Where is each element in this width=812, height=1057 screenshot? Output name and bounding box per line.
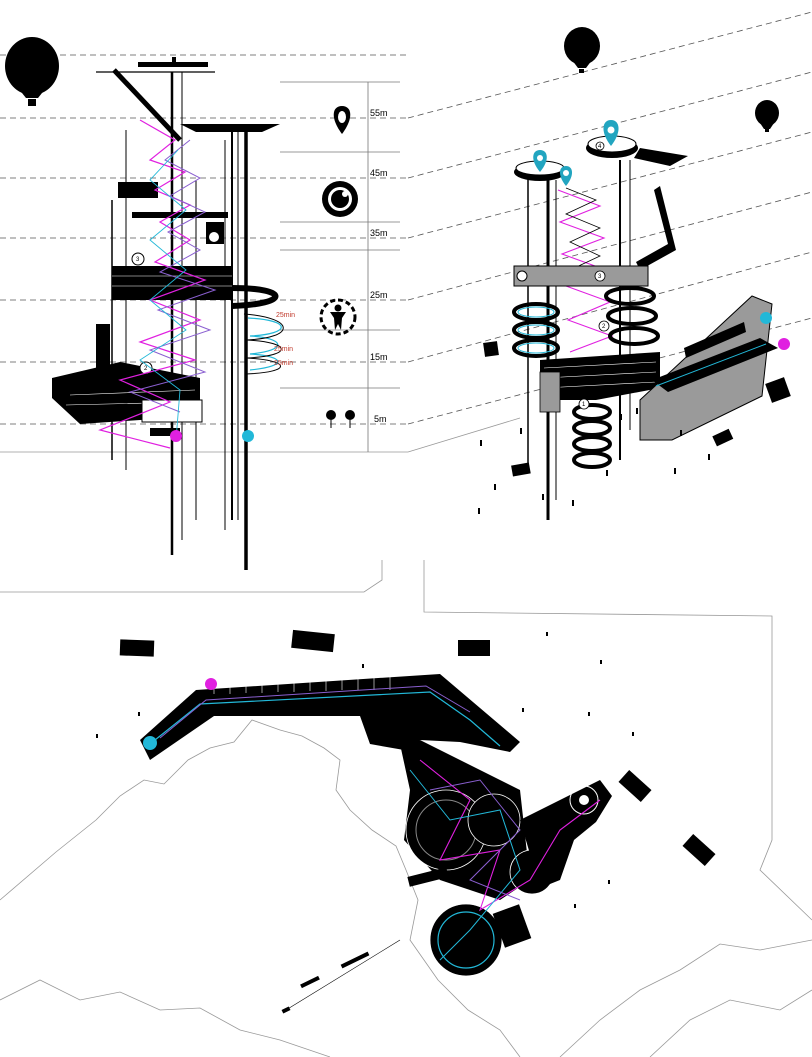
access-dashes: [281, 951, 370, 1014]
route-magenta: [419, 759, 601, 912]
entry-marker-cyan: [143, 736, 157, 750]
vehicle-shape: [511, 462, 531, 477]
level-label-45m: 45m: [370, 168, 388, 178]
map-pin-icon: [603, 120, 619, 146]
visitor-figures: [96, 632, 634, 908]
station-number: 3: [136, 257, 140, 263]
level-label-35m: 35m: [370, 228, 388, 238]
ramp-plan: [140, 674, 520, 760]
tower-axonometric: 4: [478, 120, 791, 520]
balloon-icon: [564, 27, 600, 73]
route-violet: [159, 685, 471, 739]
route-violet: [429, 779, 521, 901]
visitor-path-cyan: [139, 149, 187, 441]
travel-time: 25min: [274, 360, 293, 367]
eye-icon: [322, 181, 358, 217]
entry-marker-cyan: [242, 430, 254, 442]
visitors-icon: [326, 410, 355, 428]
station-number: 3: [598, 274, 602, 280]
map-pin-icon: [333, 106, 351, 134]
vehicle-shape: [483, 341, 499, 357]
spiral-plan: [429, 903, 503, 977]
axon-ground-line: [407, 417, 521, 453]
vehicle-shape: [712, 428, 734, 447]
vehicle-shape: [765, 377, 791, 403]
level-label-15m: 15m: [370, 352, 388, 362]
level-label-55m: 55m: [370, 108, 388, 118]
map-pin-icon: [559, 166, 573, 186]
entry-marker-magenta: [205, 678, 217, 690]
visitor-figures: [478, 408, 710, 514]
station-number: 1: [582, 402, 586, 408]
travel-time: 25min: [274, 346, 293, 353]
station-number: 2: [144, 366, 148, 372]
map-pin-icon: [533, 150, 547, 172]
route-cyan: [149, 691, 501, 747]
ramp-hatch: [213, 676, 391, 694]
travel-time: 25min: [276, 312, 295, 319]
site-plan-view: [0, 560, 812, 1057]
entry-marker-magenta: [170, 430, 182, 442]
balloon-icon: [755, 100, 779, 132]
visitor-path-violet: [128, 139, 217, 413]
level-label-5m: 5m: [374, 414, 387, 424]
entry-marker-magenta: [778, 338, 790, 350]
entry-marker-cyan: [760, 312, 772, 324]
level-ticks: [280, 81, 400, 389]
station-number: 4: [598, 144, 602, 150]
vehicles: [119, 629, 716, 866]
section-elevation-view: 55m 45m 35m 25m 15m 5m: [0, 37, 408, 570]
level-label-25m: 25m: [370, 290, 388, 300]
station-number: 2: [602, 324, 606, 330]
balloon-icon: [5, 37, 59, 106]
visitor-path-magenta: [98, 119, 207, 449]
person-circle-icon: [319, 298, 357, 336]
arm-plan: [520, 780, 612, 888]
axonometric-view: 4: [407, 11, 812, 520]
street-outlines: [0, 560, 812, 1057]
tower-section: 3 2: [52, 57, 284, 570]
